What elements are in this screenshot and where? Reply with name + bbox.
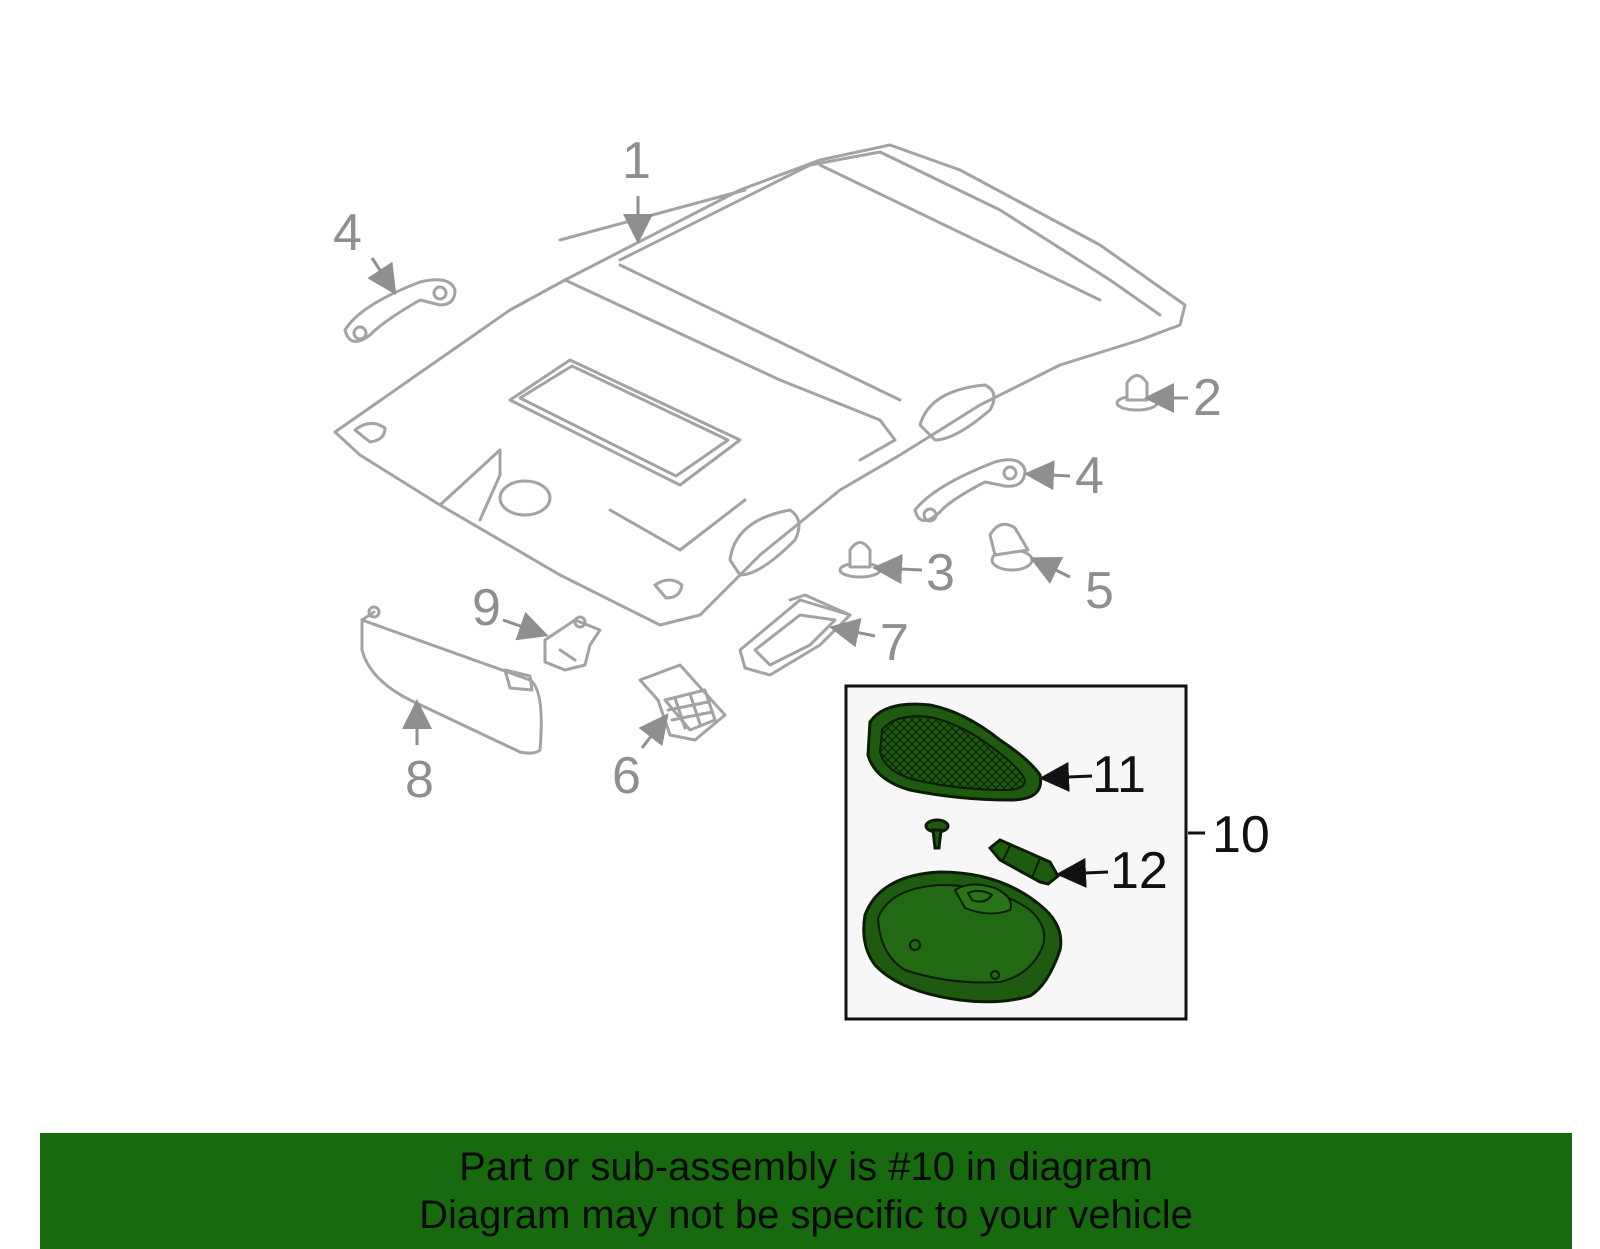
callout-10: 10: [1212, 806, 1270, 864]
banner-line-2: Diagram may not be specific to your vehi…: [419, 1193, 1193, 1237]
bracket-part-6: [638, 663, 727, 742]
arrow-7: [829, 617, 876, 648]
console-part-7: [738, 593, 852, 677]
callout-8: 8: [405, 751, 434, 809]
arrow-4-left: [367, 257, 397, 296]
callout-9: 9: [472, 579, 501, 637]
callout-4-right: 4: [1075, 447, 1104, 505]
callout-12: 12: [1110, 842, 1168, 900]
grab-handle-left-part: [343, 278, 457, 343]
screw-part: [924, 818, 950, 850]
sun-visor-part-8: [360, 605, 543, 755]
arrow-4-right: [1024, 460, 1071, 491]
arrow-3: [872, 554, 923, 585]
callout-11: 11: [1092, 746, 1146, 804]
arrow-6: [638, 713, 669, 749]
bulb-part-12: [987, 838, 1060, 886]
callout-2: 2: [1193, 369, 1222, 427]
headliner-part: [333, 143, 1187, 627]
clip-part-5: [988, 522, 1034, 572]
clip-part-2: [1115, 374, 1159, 412]
callout-7: 7: [880, 614, 909, 672]
arrow-12: [1056, 857, 1109, 888]
banner-line-1: Part or sub-assembly is #10 in diagram: [459, 1145, 1153, 1189]
dome-light-inset: 11 12: [844, 684, 1188, 1021]
arrow-11: [1039, 761, 1093, 792]
callout-3: 3: [926, 544, 955, 602]
grab-handle-right-part: [913, 458, 1027, 523]
housing-part: [862, 870, 1063, 1004]
callout-6: 6: [612, 747, 641, 805]
parts-diagram: 1 4 2 4 3 5 7 9 8 6: [333, 132, 1270, 1021]
arrow-9: [502, 611, 549, 641]
callout-1: 1: [622, 132, 651, 190]
callout-5: 5: [1085, 562, 1114, 620]
lens-part-11: [866, 702, 1043, 802]
callout-4-left: 4: [333, 204, 362, 262]
clip-part-3: [838, 541, 882, 579]
visor-clip-part-9: [543, 615, 602, 672]
info-banner: Part or sub-assembly is #10 in diagram D…: [40, 1133, 1572, 1249]
arrow-5: [1029, 556, 1071, 584]
